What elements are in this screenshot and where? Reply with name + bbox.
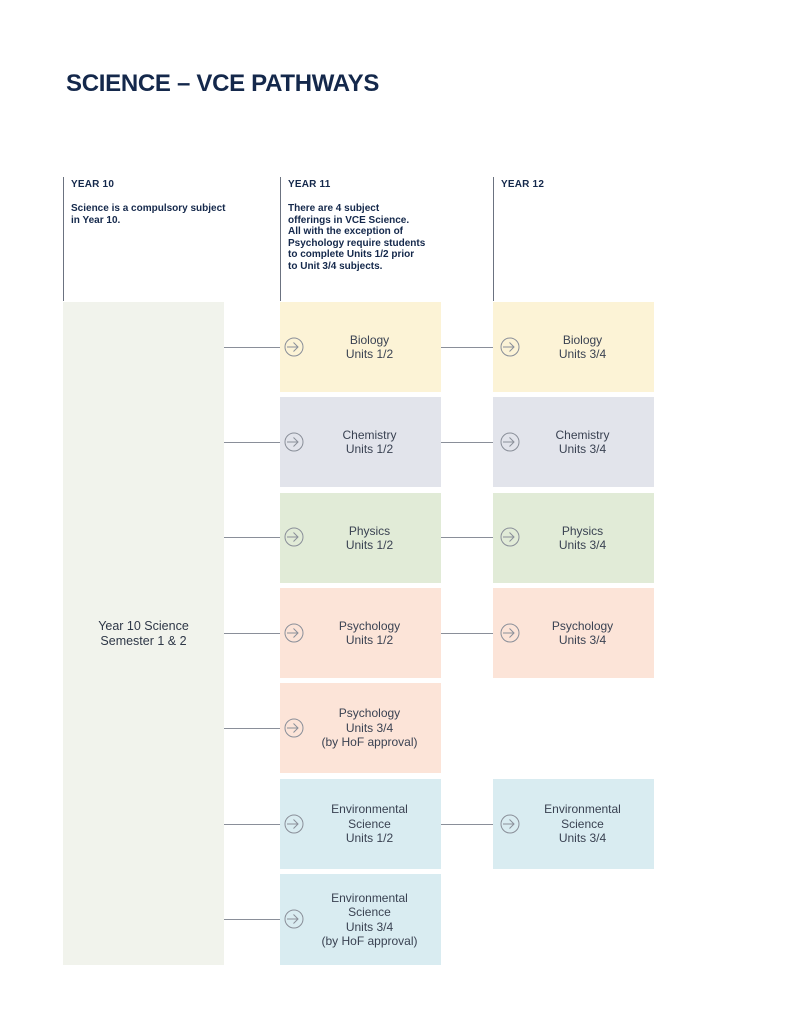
circle-arrow-right-icon — [500, 814, 520, 834]
connector-y10-physics — [224, 537, 286, 538]
year11-chemistry-label: Chemistry Units 1/2 — [342, 427, 397, 457]
year12-biology-box: Biology Units 3/4 — [493, 302, 654, 392]
year12-psychology-box: Psychology Units 3/4 — [493, 588, 654, 678]
year12-chemistry-box: Chemistry Units 3/4 — [493, 397, 654, 487]
year11-header: YEAR 11 There are 4 subject offerings in… — [280, 177, 470, 301]
circle-arrow-right-icon — [284, 337, 304, 357]
connector-chemistry-y11-y12 — [441, 442, 499, 443]
year12-physics-label: Physics Units 3/4 — [558, 523, 607, 553]
year12-biology-label: Biology Units 3/4 — [558, 332, 607, 362]
year11-env-science-12-box: Environmental Science Units 1/2 — [280, 779, 441, 869]
connector-y10-psychology-34 — [224, 728, 286, 729]
year10-science-label: Year 10 Science Semester 1 & 2 — [98, 618, 189, 648]
year11-biology-label: Biology Units 1/2 — [345, 332, 394, 362]
year11-physics-box: Physics Units 1/2 — [280, 493, 441, 583]
connector-env-y11-y12 — [441, 824, 499, 825]
year11-psychology-34-box: Psychology Units 3/4 (by HoF approval) — [280, 683, 441, 773]
year12-header: YEAR 12 — [493, 177, 683, 301]
year11-psychology-12-label: Psychology Units 1/2 — [338, 618, 401, 648]
connector-physics-y11-y12 — [441, 537, 499, 538]
year12-chemistry-label: Chemistry Units 3/4 — [555, 427, 610, 457]
circle-arrow-right-icon — [500, 337, 520, 357]
year10-science-block: Year 10 Science Semester 1 & 2 — [63, 302, 224, 965]
connector-y10-psychology-12 — [224, 633, 286, 634]
circle-arrow-right-icon — [284, 432, 304, 452]
year11-physics-label: Physics Units 1/2 — [345, 523, 394, 553]
year11-chemistry-box: Chemistry Units 1/2 — [280, 397, 441, 487]
year11-env-science-34-label: Environmental Science Units 3/4 (by HoF … — [321, 890, 418, 949]
year12-psychology-label: Psychology Units 3/4 — [551, 618, 614, 648]
year10-header: YEAR 10 Science is a compulsory subject … — [63, 177, 263, 301]
circle-arrow-right-icon — [500, 623, 520, 643]
year12-heading: YEAR 12 — [501, 179, 545, 190]
connector-psychology-y11-y12 — [441, 633, 499, 634]
year11-heading: YEAR 11 — [288, 179, 331, 190]
circle-arrow-right-icon — [284, 527, 304, 547]
year11-env-science-12-label: Environmental Science Units 1/2 — [331, 802, 408, 846]
year10-heading: YEAR 10 — [71, 179, 115, 190]
year11-env-science-34-box: Environmental Science Units 3/4 (by HoF … — [280, 874, 441, 965]
connector-biology-y11-y12 — [441, 347, 499, 348]
connector-y10-biology — [224, 347, 286, 348]
circle-arrow-right-icon — [500, 432, 520, 452]
year11-psychology-34-label: Psychology Units 3/4 (by HoF approval) — [321, 706, 418, 750]
year12-env-science-box: Environmental Science Units 3/4 — [493, 779, 654, 869]
circle-arrow-right-icon — [284, 909, 304, 929]
year10-description: Science is a compulsory subject in Year … — [71, 203, 226, 226]
year11-psychology-12-box: Psychology Units 1/2 — [280, 588, 441, 678]
connector-y10-env-34 — [224, 919, 286, 920]
year12-env-science-label: Environmental Science Units 3/4 — [544, 802, 621, 846]
circle-arrow-right-icon — [500, 527, 520, 547]
circle-arrow-right-icon — [284, 814, 304, 834]
year11-biology-box: Biology Units 1/2 — [280, 302, 441, 392]
year12-physics-box: Physics Units 3/4 — [493, 493, 654, 583]
year11-description: There are 4 subject offerings in VCE Sci… — [288, 203, 426, 272]
circle-arrow-right-icon — [284, 623, 304, 643]
connector-y10-env-12 — [224, 824, 286, 825]
connector-y10-chemistry — [224, 442, 286, 443]
page-title: SCIENCE – VCE PATHWAYS — [66, 70, 380, 97]
circle-arrow-right-icon — [284, 718, 304, 738]
